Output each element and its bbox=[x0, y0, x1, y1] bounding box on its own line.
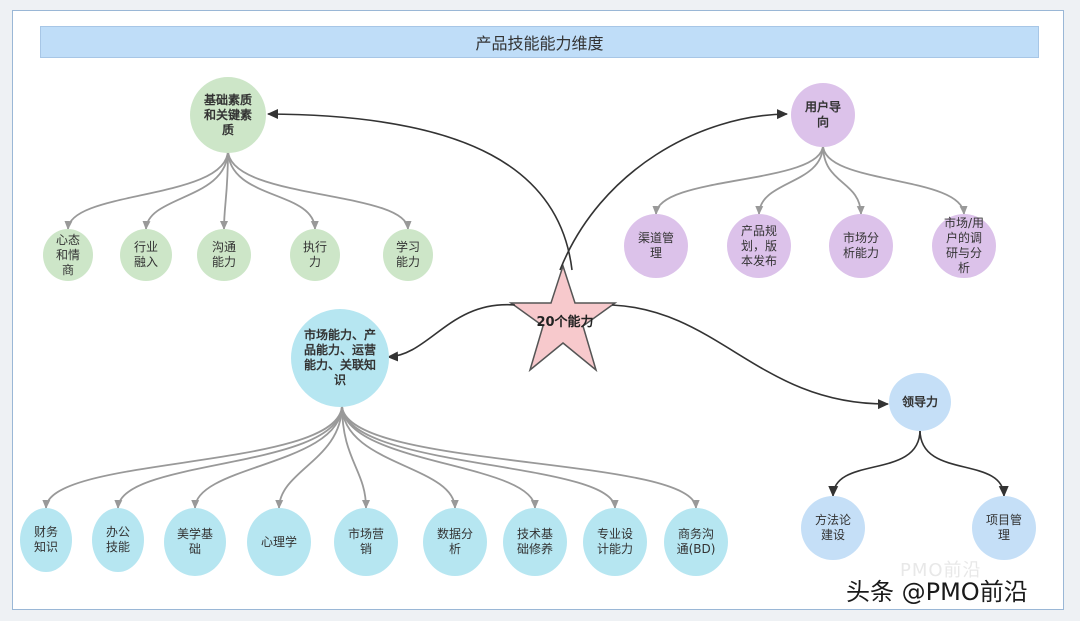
basic-child-mindset: 心态 和情 商 bbox=[43, 229, 93, 281]
edge-market-2 bbox=[114, 404, 343, 509]
edge-basic-4 bbox=[227, 149, 319, 230]
edge-user-2 bbox=[755, 144, 824, 215]
market-child-bd: 商务沟 通(BD) bbox=[664, 508, 728, 576]
lead-child-project-mgmt: 项目管 理 bbox=[972, 496, 1036, 560]
hub-basic-quality: 基础素质 和关键素 质 bbox=[190, 77, 266, 153]
edge-basic-2 bbox=[142, 149, 229, 230]
edge-center-market bbox=[387, 304, 516, 362]
edge-center-basic bbox=[267, 109, 573, 271]
market-child-aesthetics: 美学基 础 bbox=[164, 508, 226, 576]
user-child-planning: 产品规 划，版 本发布 bbox=[727, 214, 791, 278]
market-child-data-analysis: 数据分 析 bbox=[423, 508, 487, 576]
lead-child-methodology: 方法论 建设 bbox=[801, 496, 865, 560]
edge-user-3 bbox=[822, 144, 865, 215]
edge-lead-2 bbox=[919, 429, 1009, 497]
edge-market-7 bbox=[341, 404, 539, 509]
market-child-design: 专业设 计能力 bbox=[583, 508, 647, 576]
edge-basic-3 bbox=[220, 149, 229, 230]
edge-market-6 bbox=[341, 404, 459, 509]
watermark-faint: PMO前沿 bbox=[900, 560, 982, 581]
user-child-research: 市场/用 户的调 研与分 析 bbox=[932, 214, 996, 278]
basic-child-industry: 行业 融入 bbox=[120, 229, 172, 281]
watermark-main: 头条 @PMO前沿 bbox=[846, 578, 1028, 606]
basic-child-execution: 执行 力 bbox=[290, 229, 340, 281]
diagram-title: 产品技能能力维度 bbox=[40, 26, 1039, 58]
edge-market-8 bbox=[341, 404, 619, 509]
edge-center-lead bbox=[611, 304, 889, 410]
edge-market-3 bbox=[191, 404, 343, 509]
edge-basic-1 bbox=[64, 149, 229, 230]
user-child-market-analysis: 市场分 析能力 bbox=[829, 214, 893, 278]
market-child-psychology: 心理学 bbox=[247, 508, 311, 576]
edge-center-user bbox=[559, 109, 788, 271]
market-child-tech-basics: 技术基 础修养 bbox=[503, 508, 567, 576]
center-star bbox=[508, 263, 618, 373]
edge-user-1 bbox=[652, 144, 824, 215]
market-child-office: 办公 技能 bbox=[92, 508, 144, 572]
user-child-channel: 渠道管 理 bbox=[624, 214, 688, 278]
edge-market-4 bbox=[275, 404, 343, 509]
market-child-finance: 财务 知识 bbox=[20, 508, 72, 572]
hub-leadership: 领导力 bbox=[889, 373, 951, 431]
hub-user-orientation: 用户导 向 bbox=[791, 83, 855, 147]
edge-market-1 bbox=[42, 404, 343, 509]
edge-lead-1 bbox=[828, 429, 921, 497]
edge-basic-5 bbox=[227, 149, 412, 230]
market-child-marketing: 市场营 销 bbox=[334, 508, 398, 576]
basic-child-learning: 学习 能力 bbox=[383, 229, 433, 281]
edge-market-5 bbox=[341, 404, 370, 509]
hub-market-capability: 市场能力、产 品能力、运营 能力、关联知 识 bbox=[291, 309, 389, 407]
edge-user-4 bbox=[822, 144, 968, 215]
basic-child-communication: 沟通 能力 bbox=[197, 229, 251, 281]
edge-market-9 bbox=[341, 404, 700, 509]
center-star-label: 20个能力 bbox=[536, 315, 594, 330]
